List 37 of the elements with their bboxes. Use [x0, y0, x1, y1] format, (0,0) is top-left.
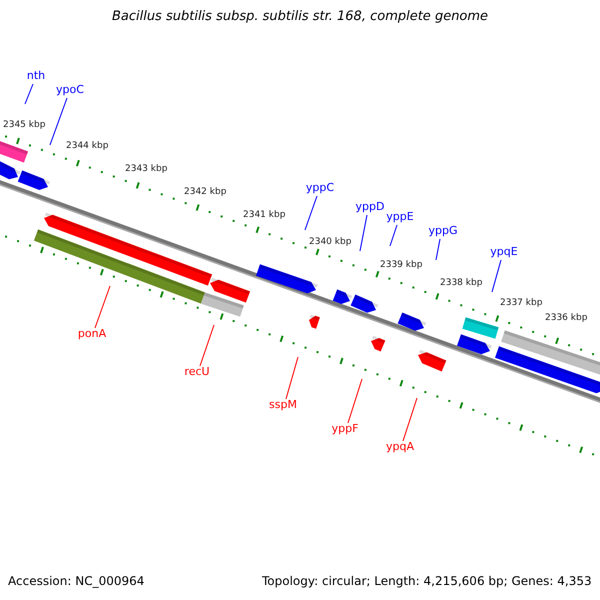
gene-label: ponA [78, 328, 106, 340]
leader-line [348, 378, 362, 424]
gene-label: yppE [386, 211, 414, 224]
leader-line [360, 214, 368, 252]
leader-line [402, 398, 418, 442]
scale-label: 2340 kbp [309, 238, 352, 248]
scale-label: 2341 kbp [243, 211, 286, 221]
leader-line [436, 238, 440, 260]
scale-label: 2343 kbp [125, 165, 168, 175]
gene-label: nth [26, 70, 46, 82]
scale-label: 2337 kbp [500, 299, 542, 309]
gene-label: ypoC [56, 84, 84, 96]
gene-label: yppC [306, 182, 334, 194]
scale-label: 2344 kbp [66, 142, 108, 152]
leader-line [200, 324, 214, 366]
gene-label: yppF [332, 423, 358, 436]
title: Bacillus subtilis subsp. subtilis str. 168, complete genome [112, 10, 488, 24]
footer-text: Accession: NC_000964 [8, 575, 144, 588]
gene-label: ypqA [386, 441, 414, 454]
scale-label: 2339 kbp [380, 261, 422, 271]
leader-line [304, 196, 318, 230]
scale-label: 2336 kbp [545, 314, 588, 324]
gene-label: sspM [269, 399, 297, 412]
footer-text: Topology: circular; Length: 4,215,606 bp; Genes: 4,353 [262, 575, 592, 588]
leader-line [94, 286, 110, 328]
leader-line [390, 224, 398, 246]
leader-line [50, 98, 68, 146]
scale-label: 2338 kbp [440, 279, 482, 289]
scale-label: 2345 kbp [3, 121, 46, 131]
gene-label: yppG [428, 225, 458, 238]
gene-label: ypqE [490, 246, 518, 258]
gene-label: yppD [356, 201, 384, 214]
gene-label: recU [184, 366, 210, 378]
leader-line [492, 260, 502, 292]
scale-label: 2342 kbp [184, 188, 226, 198]
leader-line [286, 356, 298, 400]
leader-line [24, 84, 34, 104]
